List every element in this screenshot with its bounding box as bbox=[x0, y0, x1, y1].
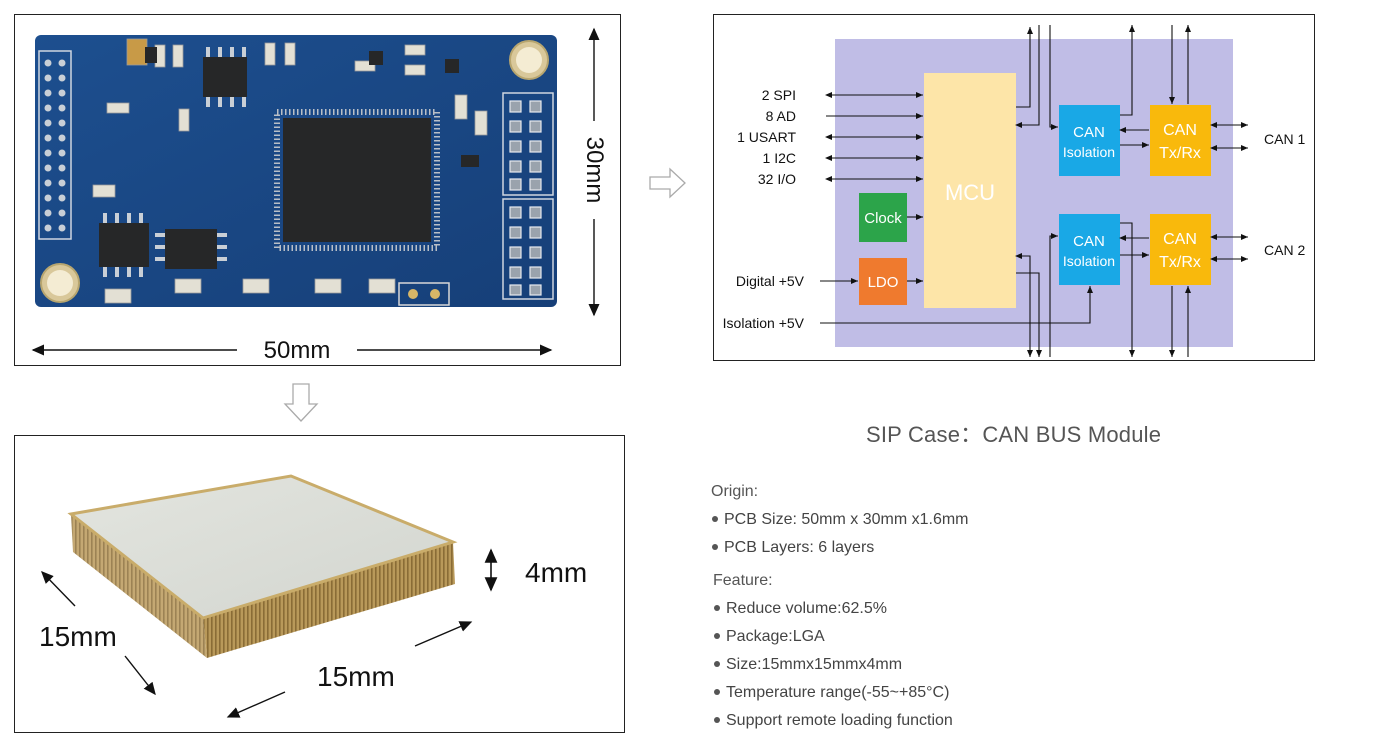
can-transceiver-2-line1: CAN bbox=[1163, 231, 1197, 248]
sip-side-face-right bbox=[203, 542, 455, 658]
pcb-right-header-top bbox=[502, 92, 554, 196]
clock-label: Clock bbox=[864, 210, 902, 227]
can-isolation-block-1 bbox=[1059, 105, 1120, 176]
bullet-icon bbox=[714, 604, 720, 611]
block-diagram-panel: 2 SPI 8 AD 1 USART 1 I2C 32 I/O Digital … bbox=[713, 14, 1315, 361]
can-isolation-2-line1: CAN bbox=[1073, 233, 1105, 250]
sip-module-panel: 4mm 15mm 15mm bbox=[14, 435, 625, 733]
bullet-icon bbox=[714, 688, 720, 695]
bullet-icon bbox=[714, 660, 720, 667]
isolation-power-label: Isolation +5V bbox=[723, 315, 805, 331]
can2-output-label: CAN 2 bbox=[1264, 242, 1305, 258]
feature-item: Package:LGA bbox=[714, 623, 953, 651]
sip-illustration: 4mm 15mm 15mm bbox=[39, 474, 587, 718]
feature-item: Support remote loading function bbox=[714, 707, 953, 735]
sip-left-label: 15mm bbox=[39, 621, 117, 652]
feature-item: Size:15mmx15mmx4mm bbox=[714, 651, 953, 679]
block-diagram: 2 SPI 8 AD 1 USART 1 I2C 32 I/O Digital … bbox=[723, 25, 1305, 357]
bullet-icon bbox=[712, 515, 718, 522]
mcu-block bbox=[924, 73, 1016, 308]
diagram-connections bbox=[820, 25, 1248, 357]
feature-item: Temperature range(-55~+85°C) bbox=[714, 679, 953, 707]
sip-height-label: 4mm bbox=[525, 557, 587, 588]
can-isolation-1-line1: CAN bbox=[1073, 124, 1105, 141]
interface-label-usart: 1 USART bbox=[737, 129, 796, 145]
pcb-connector bbox=[398, 282, 450, 306]
can-transceiver-block-1 bbox=[1150, 105, 1211, 176]
can-isolation-1-line2: Isolation bbox=[1063, 144, 1115, 160]
can-isolation-block-2 bbox=[1059, 214, 1120, 285]
clock-block bbox=[859, 193, 907, 242]
origin-item: PCB Size: 50mm x 30mm x1.6mm bbox=[712, 506, 969, 534]
digital-power-label: Digital +5V bbox=[736, 273, 805, 289]
sip-bottom-arrow-left bbox=[226, 691, 286, 718]
sip-bottom-label: 15mm bbox=[317, 661, 395, 692]
can-transceiver-1-line1: CAN bbox=[1163, 122, 1197, 139]
ldo-block bbox=[859, 258, 907, 305]
origin-list: PCB Size: 50mm x 30mm x1.6mm PCB Layers:… bbox=[712, 506, 969, 562]
interface-label-io: 32 I/O bbox=[758, 171, 796, 187]
can-transceiver-2-line2: Tx/Rx bbox=[1159, 254, 1201, 271]
feature-heading: Feature: bbox=[713, 572, 773, 589]
sip-bottom-arrow-right bbox=[414, 621, 473, 647]
pcb-width-label: 50mm bbox=[264, 337, 331, 364]
interface-label-ad: 8 AD bbox=[766, 108, 796, 124]
pcb-illustration: 50mm 30mm bbox=[31, 27, 608, 364]
mcu-label: MCU bbox=[945, 180, 995, 205]
pcb-ic-left bbox=[99, 223, 149, 267]
bullet-icon bbox=[712, 543, 718, 550]
sip-side-face-left bbox=[71, 514, 207, 658]
can-transceiver-1-line2: Tx/Rx bbox=[1159, 145, 1201, 162]
bullet-icon bbox=[714, 632, 720, 639]
can-transceiver-block-2 bbox=[1150, 214, 1211, 285]
module-caption: SIP Case：CAN BUS Module bbox=[866, 422, 1162, 447]
feature-list: Reduce volume:62.5% Package:LGA Size:15m… bbox=[714, 595, 953, 735]
pcb-height-label: 30mm bbox=[581, 137, 608, 204]
pcb-right-pins bbox=[509, 100, 542, 296]
feature-item: Reduce volume:62.5% bbox=[714, 595, 953, 623]
pcb-ic-bottom bbox=[165, 229, 217, 269]
sip-left-arrow-up bbox=[41, 570, 76, 607]
pcb-passives bbox=[92, 38, 488, 304]
origin-heading: Origin: bbox=[711, 483, 759, 500]
pcb-right-header-bottom bbox=[502, 198, 554, 300]
interface-label-i2c: 1 I2C bbox=[763, 150, 796, 166]
pcb-left-header bbox=[38, 50, 72, 240]
sip-top-face bbox=[67, 474, 458, 620]
ldo-label: LDO bbox=[868, 274, 899, 291]
sip-left-arrow-down bbox=[124, 655, 156, 696]
pcb-mcu-chip bbox=[274, 109, 440, 251]
right-arrow-icon bbox=[649, 167, 686, 199]
bullet-icon bbox=[714, 716, 720, 723]
down-arrow-icon bbox=[283, 383, 319, 422]
can1-output-label: CAN 1 bbox=[1264, 131, 1305, 147]
interface-label-spi: 2 SPI bbox=[762, 87, 796, 103]
pcb-photo-panel: 50mm 30mm bbox=[14, 14, 621, 366]
can-isolation-2-line2: Isolation bbox=[1063, 253, 1115, 269]
pcb-left-pins bbox=[44, 59, 66, 232]
pcb-ic-top bbox=[203, 57, 247, 97]
origin-item: PCB Layers: 6 layers bbox=[712, 534, 969, 562]
